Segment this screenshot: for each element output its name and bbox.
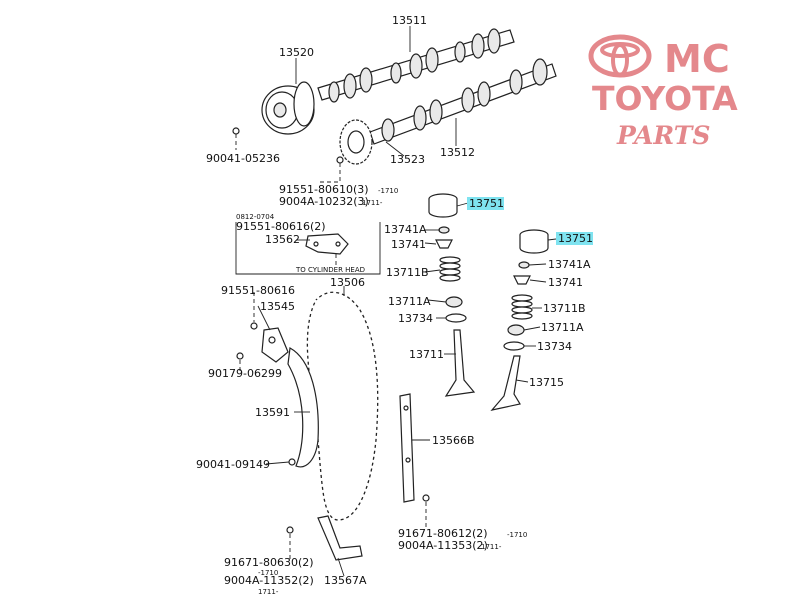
tensioner-lever-13545[interactable] [261, 327, 289, 363]
label-9004A-11353[interactable]: 9004A-11353(2) [398, 539, 488, 552]
label-13512[interactable]: 13512 [440, 146, 475, 159]
camshaft-13512[interactable] [369, 58, 557, 145]
label-13567a[interactable]: 13567A [324, 574, 367, 587]
valve-lifter-13751-left[interactable] [428, 193, 458, 218]
label-13566b[interactable]: 13566B [432, 434, 475, 447]
note-9004A-10232: 1711- [362, 199, 383, 207]
label-13741a-right[interactable]: 13741A [548, 258, 591, 271]
logo-mc: MC [664, 37, 730, 81]
label-13734-left[interactable]: 13734 [398, 312, 433, 325]
logo-parts: PARTS [616, 121, 710, 150]
label-13520[interactable]: 13520 [279, 46, 314, 59]
spring-seat-13734-left [445, 313, 467, 323]
tensioner-box [235, 222, 381, 275]
label-90041-09149[interactable]: 90041-09149 [196, 458, 270, 471]
label-13511[interactable]: 13511 [392, 14, 427, 27]
note-9004A-11352: 1711- [258, 588, 279, 596]
valve-keeper-13741a-left [438, 226, 450, 234]
chain-guide-13566b[interactable] [399, 393, 415, 503]
cam-sprocket-13523[interactable] [339, 119, 373, 165]
valve-seal-13711a-right [507, 324, 525, 336]
toyota-logo: MC TOYOTA PARTS [588, 34, 738, 150]
vvt-sprocket-13520[interactable] [261, 81, 315, 135]
label-13711b-right[interactable]: 13711B [543, 302, 586, 315]
note-91671-80630: -1710 [258, 569, 278, 577]
label-90041-05236[interactable]: 90041-05236 [206, 152, 280, 165]
leader-lines [235, 26, 557, 577]
label-9004A-10232[interactable]: 9004A-10232(3) [279, 195, 369, 208]
note-91551-80610: -1710 [378, 187, 398, 195]
bolt-90041-05236 [232, 127, 240, 135]
label-13523[interactable]: 13523 [390, 153, 425, 166]
bolt-90179-06299 [236, 352, 244, 360]
label-13711[interactable]: 13711 [409, 348, 444, 361]
label-13751-right[interactable]: 13751 [558, 232, 593, 245]
label-13734-right[interactable]: 13734 [537, 340, 572, 353]
spring-retainer-13741-left [435, 239, 453, 249]
logo-toyota: TOYOTA [592, 79, 738, 118]
label-13591[interactable]: 13591 [255, 406, 290, 419]
label-13711a-left[interactable]: 13711A [388, 295, 431, 308]
intake-valve-13711[interactable] [444, 329, 476, 397]
label-to-cylinder-head: TO CYLINDER HEAD [295, 266, 365, 274]
valve-spring-13711b-left[interactable] [439, 256, 461, 282]
exhaust-valve-13715[interactable] [490, 355, 521, 411]
bolt-91551-80610 [336, 156, 344, 164]
note-box-date: 0812-0704 [236, 213, 275, 221]
valve-spring-13711b-right[interactable] [511, 294, 533, 320]
bolt-91551-80616 [250, 322, 258, 330]
bolt-91671-80630 [286, 526, 294, 534]
valve-lifter-13751-right[interactable] [519, 229, 549, 254]
camshaft-13511[interactable] [317, 28, 515, 103]
label-90179-06299[interactable]: 90179-06299 [208, 367, 282, 380]
camshaft-lobes-lower [381, 58, 548, 142]
label-91551-80616[interactable]: 91551-80616 [221, 284, 295, 297]
chain-guide-13567a[interactable] [317, 515, 363, 561]
valve-seal-13711a-left [445, 296, 463, 308]
label-13715[interactable]: 13715 [529, 376, 564, 389]
camshaft-lobes-upper [328, 28, 501, 103]
label-9004A-11352[interactable]: 9004A-11352(2) [224, 574, 314, 587]
note-91671-80612: -1710 [507, 531, 527, 539]
label-13751-left[interactable]: 13751 [469, 197, 504, 210]
label-13545[interactable]: 13545 [260, 300, 295, 313]
bolt-91671-80612 [422, 494, 430, 502]
timing-chain-13506[interactable] [305, 290, 380, 523]
valve-keeper-13741a-right [518, 261, 530, 269]
label-91551-80616-box[interactable]: 91551-80616(2) [236, 220, 326, 233]
label-13506[interactable]: 13506 [330, 276, 365, 289]
toyota-emblem-icon [588, 34, 652, 78]
label-13711b-left[interactable]: 13711B [386, 266, 429, 279]
label-91551-80610[interactable]: 91551-80610(3) [279, 183, 369, 196]
label-13562[interactable]: 13562 [265, 233, 300, 246]
highlight-13751-right [556, 232, 593, 245]
highlight-13751-left [467, 197, 504, 210]
label-13741-right[interactable]: 13741 [548, 276, 583, 289]
bolt-90041-09149 [288, 458, 296, 466]
chain-tensioner-13562[interactable] [305, 233, 349, 255]
label-91671-80630[interactable]: 91671-80630(2) [224, 556, 314, 569]
spring-retainer-13741-right [513, 275, 531, 285]
chain-slipper-13591[interactable] [287, 347, 319, 468]
note-9004A-11353: 1711- [481, 543, 502, 551]
label-13711a-right[interactable]: 13711A [541, 321, 584, 334]
label-13741-left[interactable]: 13741 [391, 238, 426, 251]
spring-seat-13734-right [503, 341, 525, 351]
part-labels: 13511 13520 90041-05236 13523 13512 9155… [196, 14, 593, 596]
label-13741a-left[interactable]: 13741A [384, 223, 427, 236]
label-91671-80612[interactable]: 91671-80612(2) [398, 527, 488, 540]
